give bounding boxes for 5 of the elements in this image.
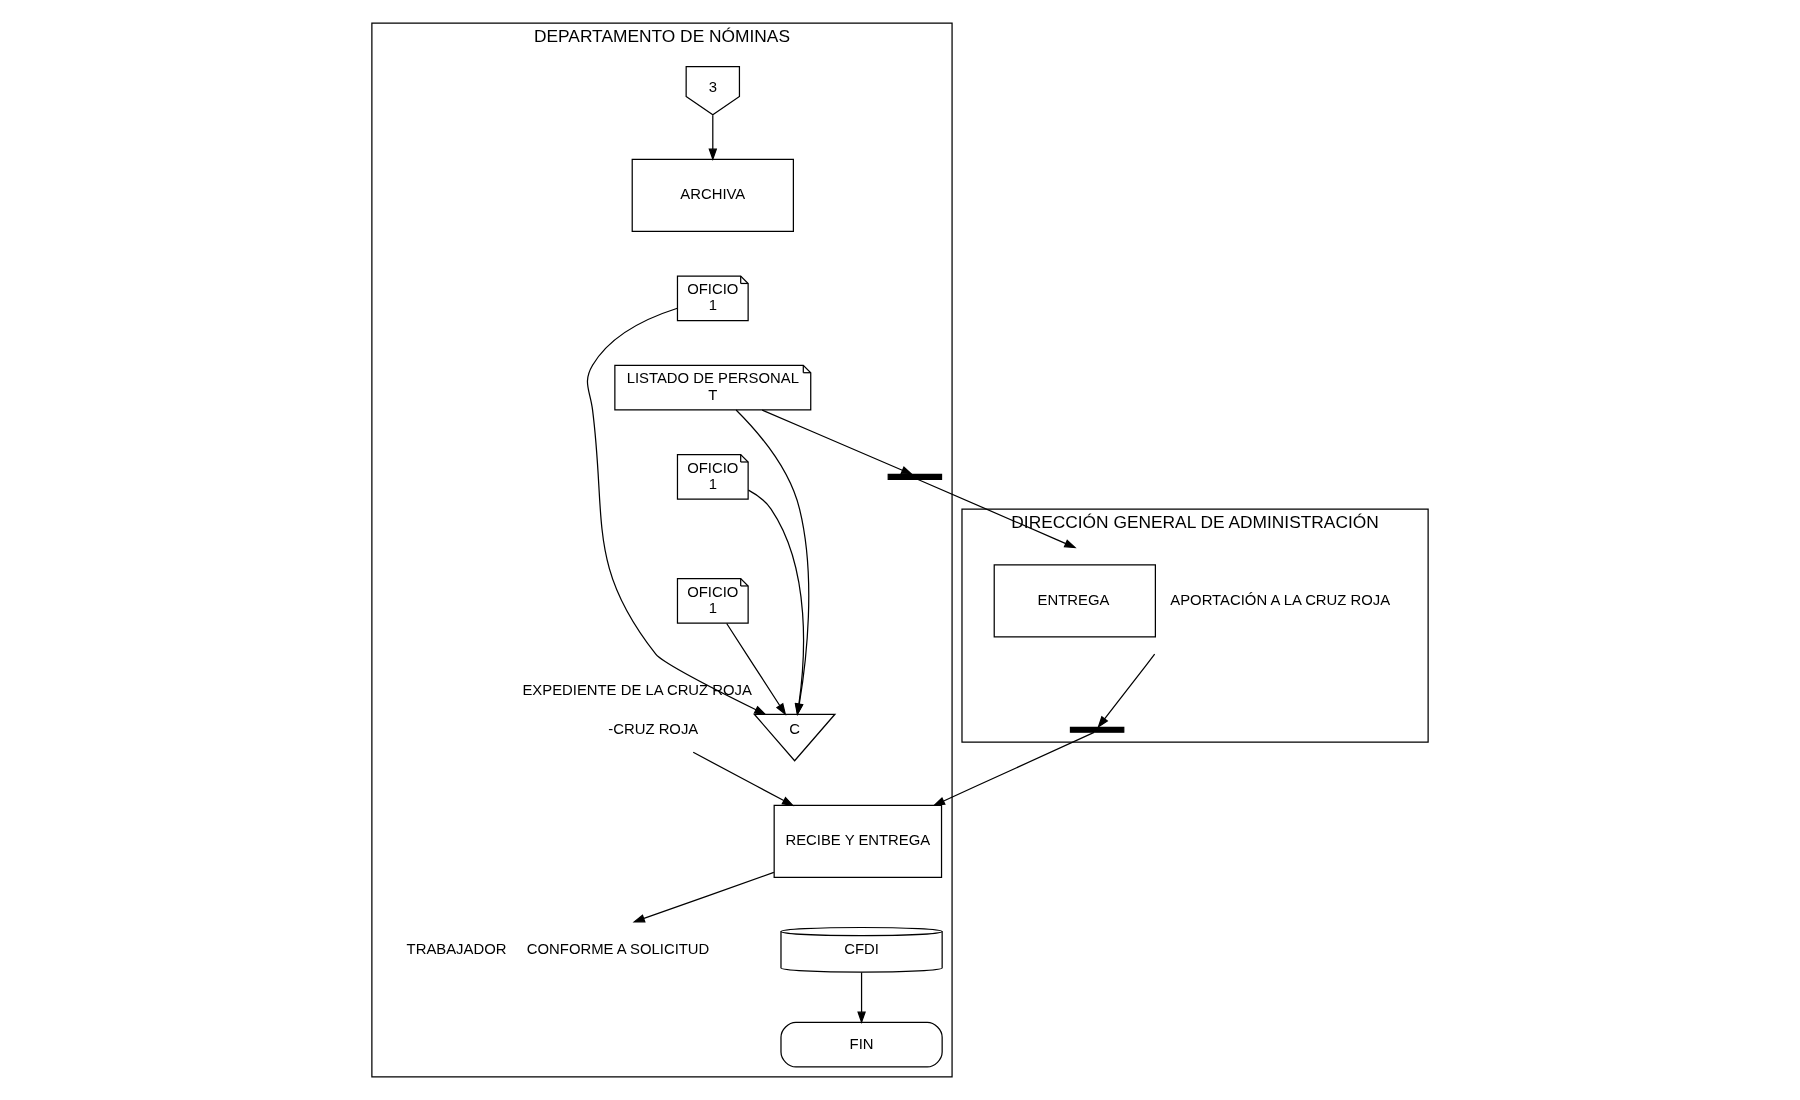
node-text: TRABAJADOR bbox=[406, 941, 507, 958]
node-label: CONFORME A SOLICITUD bbox=[526, 941, 710, 958]
node-label: APORTACIÓN A LA CRUZ ROJA bbox=[1170, 591, 1391, 608]
node-label: EXPEDIENTE DE LA CRUZ ROJA bbox=[522, 681, 752, 698]
node-text: -CRUZ ROJA bbox=[608, 720, 699, 737]
